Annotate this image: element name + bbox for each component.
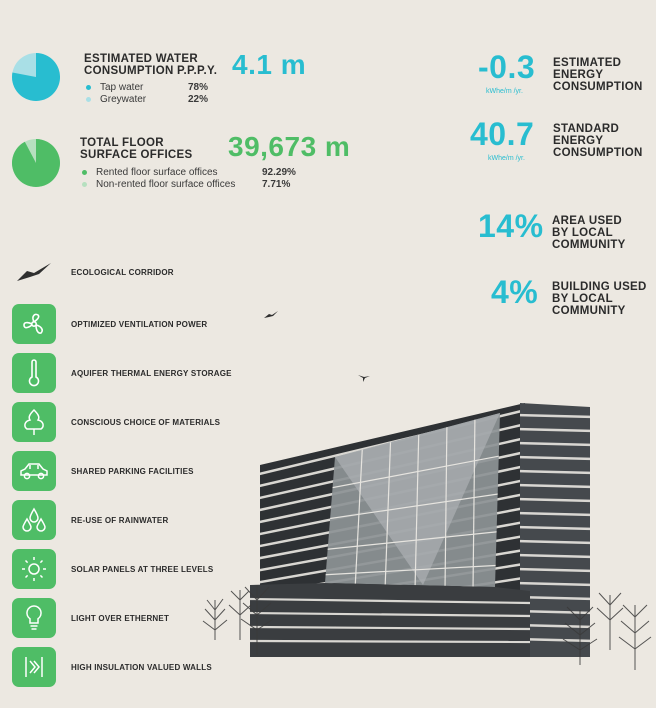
area-community-value: 14% (478, 208, 544, 244)
water-pie-chart (12, 53, 60, 101)
tree-icon (24, 408, 44, 435)
legend-dot (82, 181, 87, 187)
insulation-wall-icon (25, 657, 43, 677)
feature-parking: SHARED PARKING FACILITIES (12, 451, 194, 491)
fan-icon (23, 313, 43, 334)
floor-title: TOTAL FLOOR SURFACE OFFICES (80, 137, 193, 161)
area-community-label: AREA USED BY LOCAL COMMUNITY (552, 215, 626, 251)
feature-label: SHARED PARKING FACILITIES (71, 466, 194, 476)
feature-tile (12, 402, 56, 442)
feature-label: OPTIMIZED VENTILATION POWER (71, 319, 208, 329)
building-illustration (202, 403, 652, 670)
building-community-label: BUILDING USED BY LOCAL COMMUNITY (552, 281, 647, 317)
feature-ventilation: OPTIMIZED VENTILATION POWER (12, 304, 207, 344)
floor-legend: Rented floor surface offices 92.29% Non-… (82, 166, 322, 190)
feature-label: ECOLOGICAL CORRIDOR (71, 267, 174, 277)
bird-icon (264, 311, 278, 318)
water-legend: Tap water 78% Greywater 22% (86, 81, 226, 105)
legend-item-tap-water: Tap water 78% (86, 81, 226, 93)
feature-tile (12, 353, 56, 393)
legend-dot (86, 84, 91, 90)
feature-insulation: HIGH INSULATION VALUED WALLS (12, 647, 212, 687)
standard-energy-unit: kWhe/m /yr. (488, 155, 525, 162)
feature-solar: SOLAR PANELS AT THREE LEVELS (12, 549, 213, 589)
feature-label: RE-USE OF RAINWATER (71, 515, 169, 525)
thermometer-icon (28, 359, 40, 387)
feature-tile (12, 500, 56, 540)
feature-label: LIGHT OVER ETHERNET (71, 613, 170, 623)
feature-ecological-corridor: ECOLOGICAL CORRIDOR (12, 252, 174, 292)
standard-energy-label: STANDARD ENERGY CONSUMPTION (553, 123, 643, 159)
car-icon (20, 463, 48, 480)
feature-rainwater: RE-USE OF RAINWATER (12, 500, 168, 540)
estimated-energy-label: ESTIMATED ENERGY CONSUMPTION (553, 57, 643, 93)
feature-light-ethernet: LIGHT OVER ETHERNET (12, 598, 169, 638)
feature-tile (12, 304, 56, 344)
legend-item-greywater: Greywater 22% (86, 93, 226, 105)
feature-tile (12, 647, 56, 687)
raindrops-icon (22, 507, 46, 532)
bird-icon (358, 375, 370, 382)
feature-aquifer: AQUIFER THERMAL ENERGY STORAGE (12, 353, 232, 393)
legend-dot (82, 169, 87, 175)
feature-tile (12, 598, 56, 638)
feature-label: AQUIFER THERMAL ENERGY STORAGE (71, 368, 232, 378)
feature-materials: CONSCIOUS CHOICE OF MATERIALS (12, 402, 220, 442)
feature-tile (12, 451, 56, 491)
legend-item-rented: Rented floor surface offices 92.29% (82, 166, 322, 178)
bird-icon (17, 263, 51, 281)
floor-pie-chart (12, 139, 60, 187)
estimated-energy-unit: kWhe/m /yr. (486, 88, 523, 95)
floor-value: 39,673 m (228, 131, 351, 162)
feature-label: SOLAR PANELS AT THREE LEVELS (71, 564, 214, 574)
standard-energy-value: 40.7 (470, 116, 535, 152)
feature-label: CONSCIOUS CHOICE OF MATERIALS (71, 417, 221, 427)
sun-icon (22, 557, 46, 581)
building-community-value: 4% (491, 274, 539, 310)
lightbulb-icon (26, 605, 42, 630)
feature-tile (12, 549, 56, 589)
water-title: ESTIMATED WATER CONSUMPTION P.P.P.Y. (84, 53, 218, 77)
water-value: 4.1 m (232, 49, 307, 80)
legend-dot (86, 96, 91, 102)
estimated-energy-value: -0.3 (478, 49, 536, 85)
feature-label: HIGH INSULATION VALUED WALLS (71, 662, 212, 672)
legend-item-non-rented: Non-rented floor surface offices 7.71% (82, 178, 322, 190)
